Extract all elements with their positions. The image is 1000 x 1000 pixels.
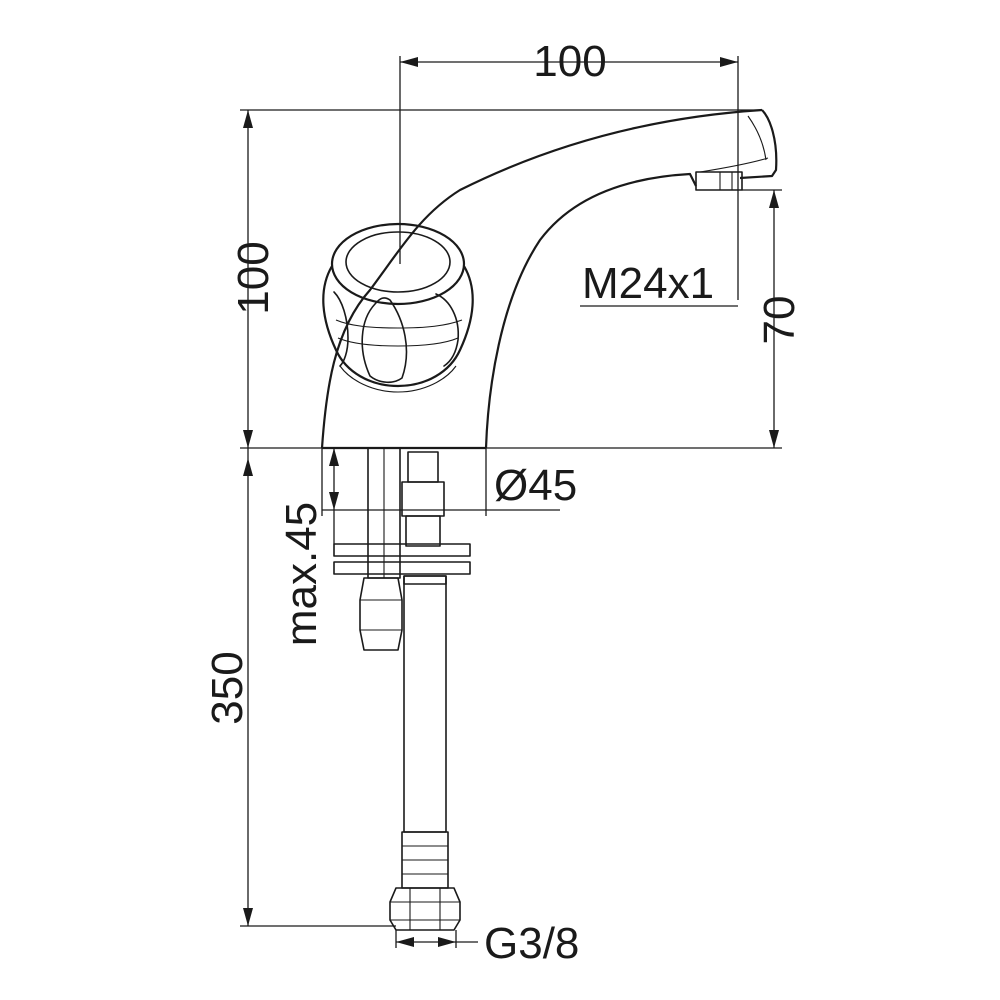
overall-height-label: 100 [229,241,278,314]
arrow [243,110,253,128]
arrow [396,937,414,947]
braided-hose [403,575,447,833]
max-deck-thickness-label: max.45 [277,502,326,646]
arrow [243,458,253,476]
arrow [438,937,456,947]
hose-length-label: 350 [203,651,252,724]
washer-upper [333,543,471,557]
handle-cap-inner [345,231,451,293]
handle [322,222,474,393]
hose-fitting-collar [401,481,445,517]
hose-fitting-top [407,451,439,483]
under-deck-assembly [333,447,471,931]
handle-cap [330,222,466,306]
washer-lower [333,561,471,575]
handle-ring [335,319,463,329]
dimension-lines [240,56,782,948]
arrow [769,190,779,208]
arrow [329,492,339,510]
spout-tip [739,109,778,180]
spout-top-contour [320,108,763,449]
spout-reach-label: 100 [533,37,606,86]
arrow [243,430,253,448]
handle-lobe [435,293,460,367]
handle-neck [339,365,457,393]
arrow [720,57,738,67]
arrow [329,448,339,466]
dimension-labels: 100 100 M24x1 70 Ø45 max.45 350 G3/8 [203,37,804,968]
hose-band-top [403,575,447,585]
spout-under-contour [484,172,697,449]
handle-body [322,265,474,388]
handle-lobe [333,291,349,367]
spout-detail-line [699,157,769,173]
handle-lobe [361,297,408,384]
base-diameter-label: Ø45 [494,461,577,510]
spout-height-label: 70 [755,296,804,345]
aerator [695,171,743,191]
hose-fitting-neck [405,515,441,547]
handle-ring [337,337,459,347]
spout-detail-line-2 [747,115,767,161]
stem-hex-nut [359,577,403,651]
connection-thread-label: G3/8 [484,919,579,968]
aerator-thread-label: M24x1 [582,259,714,308]
arrow [769,430,779,448]
arrow [243,908,253,926]
arrow [400,57,418,67]
connection-nut [389,887,461,931]
